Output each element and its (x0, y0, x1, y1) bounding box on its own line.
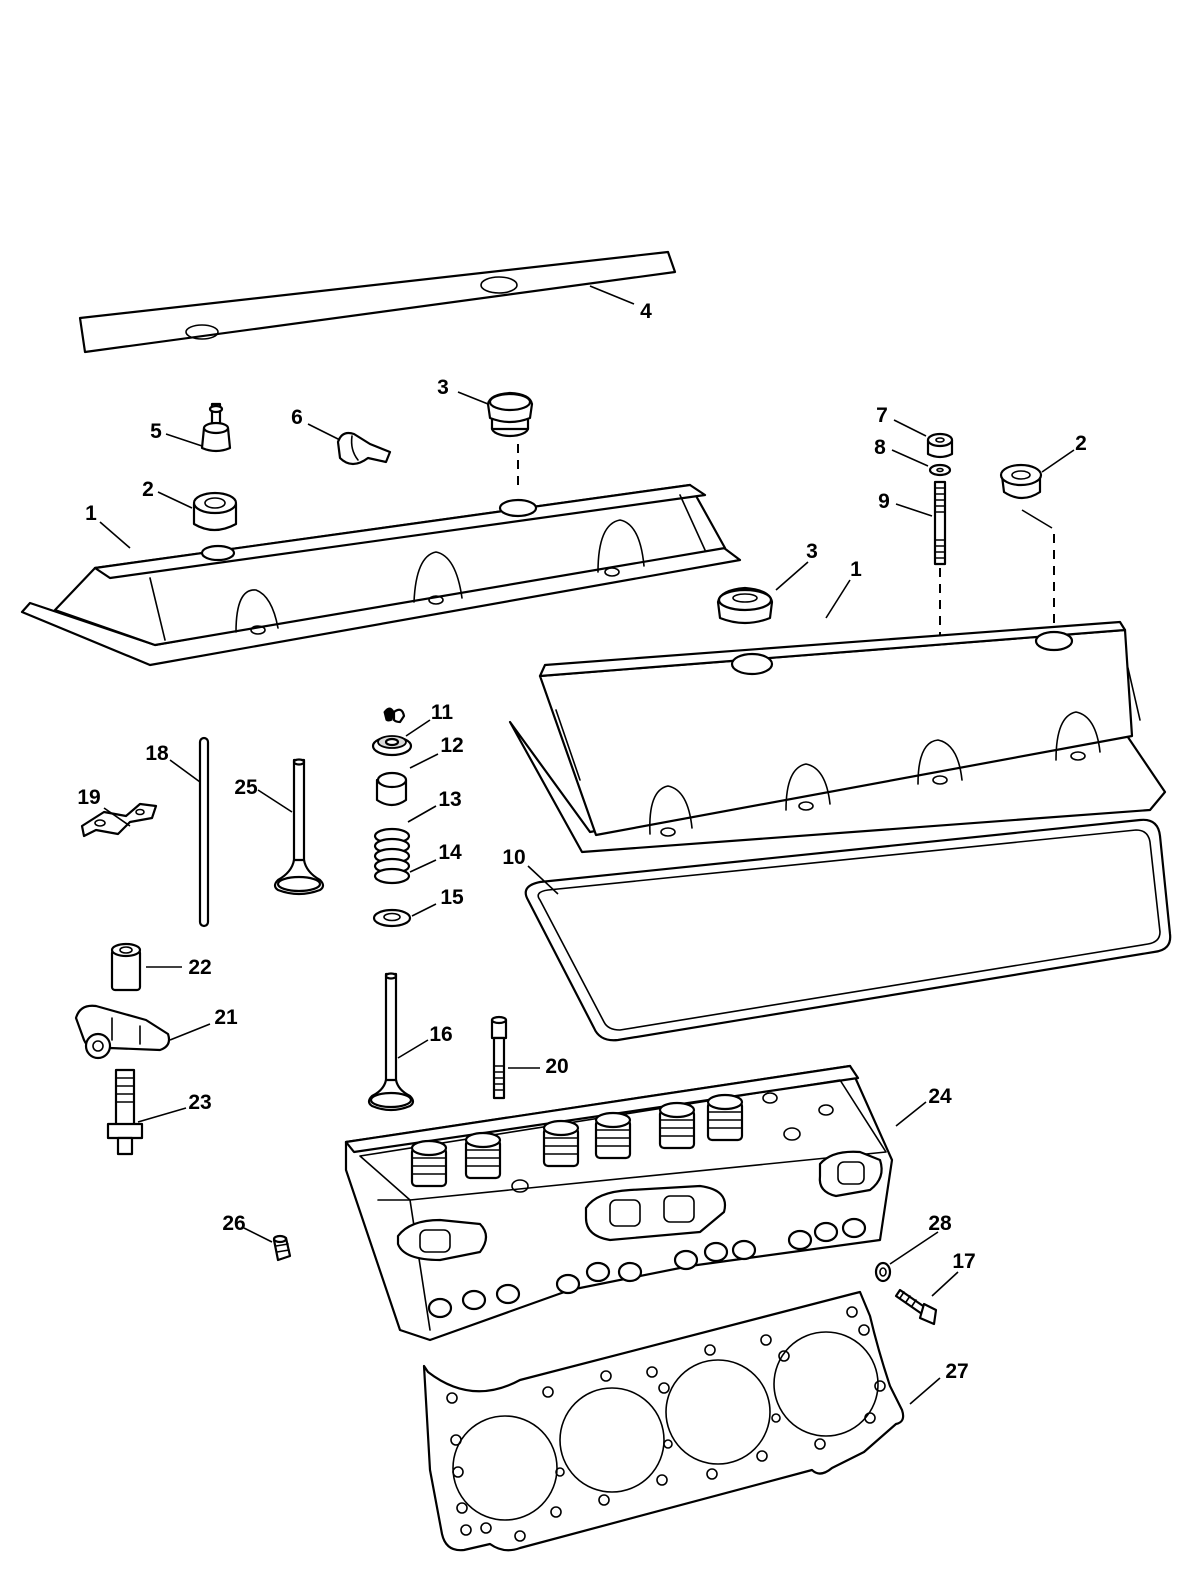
part-11-valve-keepers (383, 707, 406, 724)
callout-2-left: 2 (142, 478, 154, 501)
part-19-guide-plate (80, 802, 158, 838)
callout-8: 8 (874, 436, 886, 459)
callout-6: 6 (291, 406, 303, 429)
part-1-valve-cover-left (20, 483, 742, 667)
part-26-plug (272, 1234, 292, 1262)
part-8-washer (928, 463, 952, 477)
part-12-retainer (371, 735, 413, 757)
part-3-oil-cap-top (486, 391, 534, 490)
callout-1-right: 1 (850, 558, 862, 581)
callout-5: 5 (150, 420, 162, 443)
callout-15: 15 (440, 886, 464, 909)
part-10-gasket (524, 818, 1172, 1042)
part-2-grommet-right (999, 463, 1055, 634)
callout-1-left: 1 (85, 502, 97, 525)
callout-12: 12 (440, 734, 463, 757)
part-15-shim (372, 908, 412, 928)
callout-28: 28 (928, 1212, 952, 1235)
part-4-gasket-strip (78, 250, 677, 354)
callout-14: 14 (438, 841, 462, 864)
callout-17: 17 (952, 1250, 975, 1273)
callout-27: 27 (945, 1360, 968, 1383)
callout-25: 25 (234, 776, 258, 799)
callout-26: 26 (222, 1212, 245, 1235)
part-22-rocker-nut (110, 942, 142, 992)
callout-4: 4 (640, 300, 652, 323)
part-3-oil-cap-right (716, 586, 774, 625)
callout-10: 10 (502, 846, 525, 869)
callout-23: 23 (188, 1091, 211, 1114)
part-21-rocker-arm (74, 1004, 171, 1060)
part-5-pcv-valve (200, 402, 232, 453)
part-24-cylinder-head (344, 1064, 894, 1342)
callout-labels: 4 3 5 6 2 1 7 8 9 2 3 1 11 12 13 14 15 1… (77, 300, 1087, 1383)
callout-2-right: 2 (1075, 432, 1087, 455)
leader-lines (99, 285, 1075, 1405)
callout-11: 11 (431, 701, 454, 724)
part-1-valve-cover-right (508, 620, 1167, 854)
callout-18: 18 (145, 742, 169, 765)
callout-7: 7 (876, 404, 888, 427)
callout-9: 9 (878, 490, 890, 513)
part-7-nut (926, 432, 954, 459)
part-20-head-bolt (490, 1015, 508, 1100)
head-bolt-bosses (427, 1092, 867, 1319)
callout-19: 19 (77, 786, 100, 809)
part-16-valve (367, 972, 415, 1112)
gasket-bolt-holes (446, 1306, 886, 1542)
part-18-pushrod (198, 736, 210, 928)
callout-24: 24 (928, 1085, 952, 1108)
callout-16: 16 (429, 1023, 452, 1046)
part-17-bolt (894, 1288, 938, 1326)
callout-22: 22 (188, 956, 211, 979)
callout-13: 13 (438, 788, 461, 811)
part-25-valve (273, 758, 325, 896)
part-13-valve-seal (375, 771, 408, 807)
head-valve-springs (410, 1093, 744, 1188)
callout-20: 20 (545, 1055, 568, 1078)
part-2-grommet-left (192, 491, 238, 532)
callout-3-top: 3 (437, 376, 449, 399)
part-28-dowel (874, 1261, 892, 1283)
part-6-clip (336, 431, 392, 466)
callout-3-right: 3 (806, 540, 818, 563)
part-14-valve-spring (373, 827, 411, 885)
part-27-head-gasket (422, 1290, 905, 1552)
part-23-rocker-stud (106, 1068, 144, 1156)
callout-21: 21 (214, 1006, 238, 1029)
